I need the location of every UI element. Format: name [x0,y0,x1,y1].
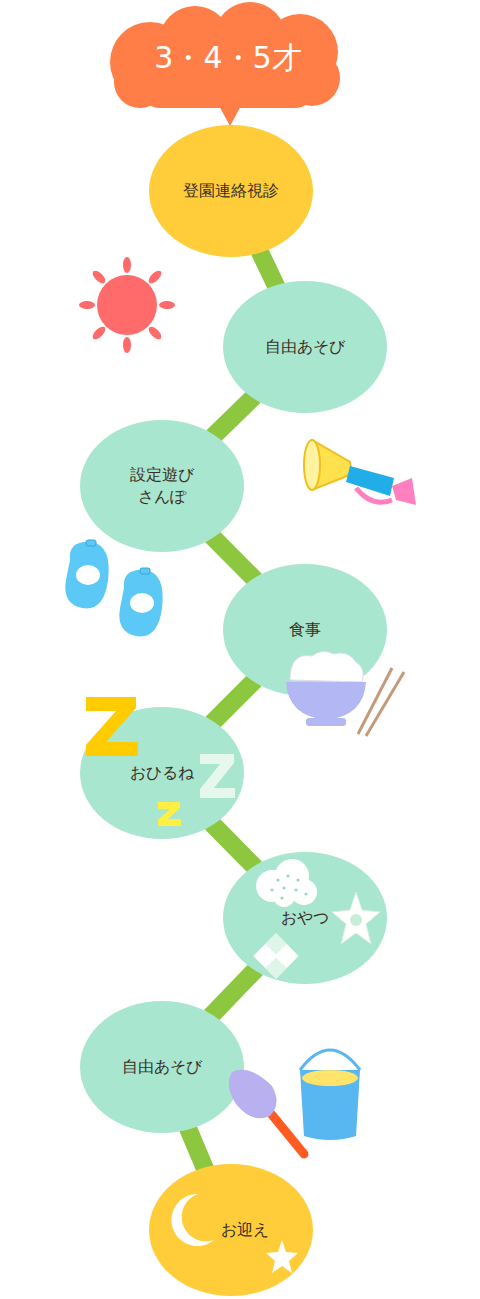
schedule-ellipse: おひるね [80,707,244,839]
schedule-ellipse: 登園連絡視診 [149,125,313,257]
path-connector [188,1128,206,1170]
path-connector [211,969,257,1017]
schedule-ellipse: 食事 [223,564,387,696]
node-label: お迎え [221,1219,269,1241]
node-label: 設定遊び さんぽ [126,464,198,507]
path-connector [212,536,256,580]
node-label: おひるね [130,762,194,784]
schedule-ellipse: 設定遊び さんぽ [80,420,244,552]
title-text: 3・4・5才 [154,38,301,79]
moon-star-icon [171,1194,298,1273]
node-label: 自由あそび [122,1056,202,1078]
path-connector [213,396,255,436]
node-label: 自由あそび [265,336,345,358]
schedule-ellipse: 自由あそび [223,281,387,413]
shoes-icon [65,540,162,636]
rice-bowl-icon [286,651,404,736]
path-connector [259,251,276,287]
node-label: 登園連絡視診 [183,180,279,202]
schedule-ellipse: お迎え [149,1164,313,1296]
sleep-z-icon [86,697,235,826]
path-connector [211,823,255,868]
sun-icon [79,257,175,353]
sand-toys-icon [229,1050,360,1154]
path-connector [212,680,255,723]
node-label: おやつ [281,907,329,929]
trumpet-icon [304,440,416,505]
node-label: 食事 [289,619,321,641]
snack-icon [253,859,380,979]
ellipse-outline [80,420,244,552]
schedule-ellipse: 自由あそび [80,1001,244,1133]
schedule-ellipse: おやつ [223,852,387,984]
